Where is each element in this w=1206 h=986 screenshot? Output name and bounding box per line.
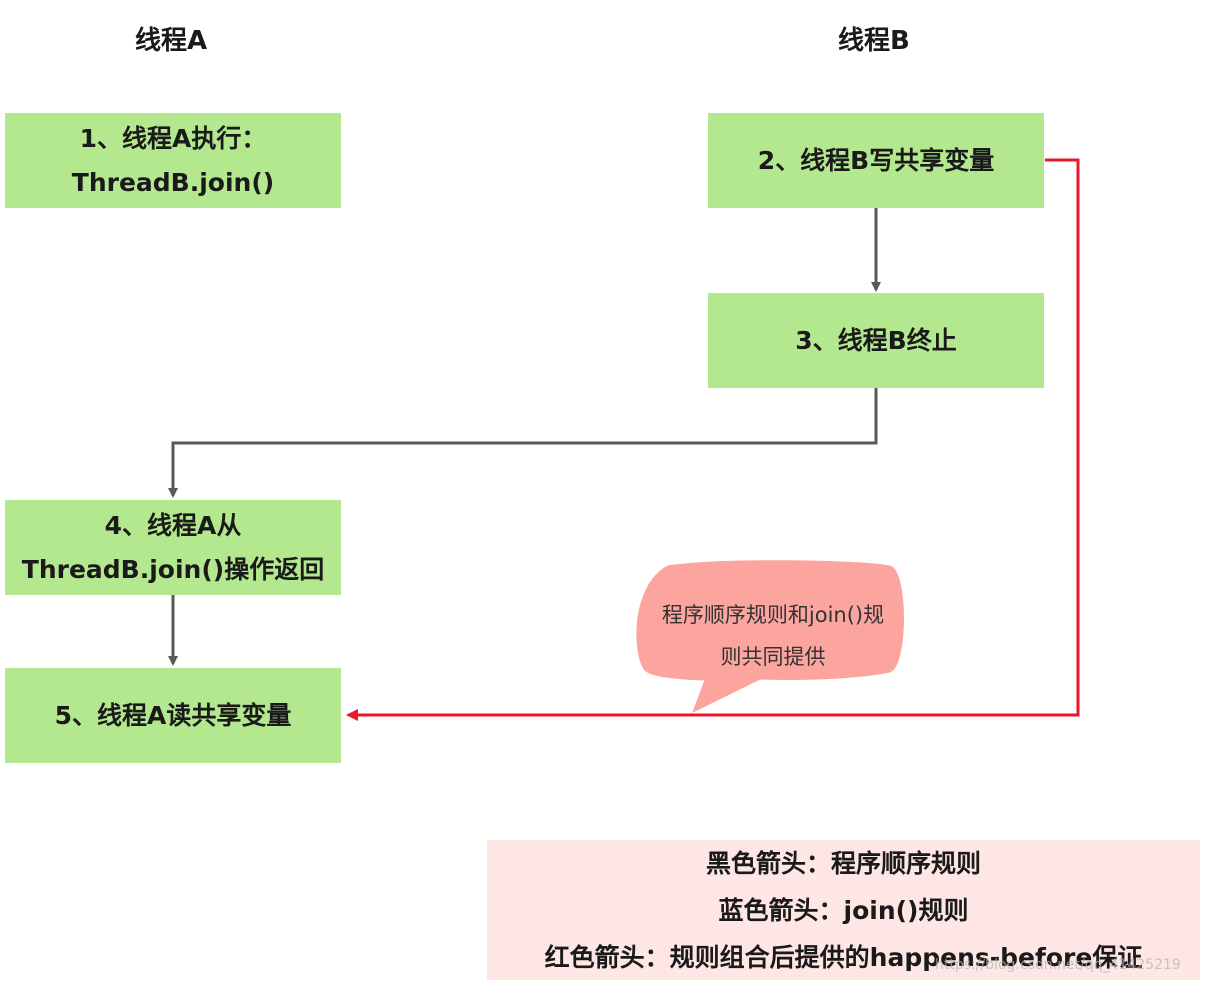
thread-b-header: 线程B — [838, 26, 910, 56]
legend-box: 黑色箭头：程序顺序规则 蓝色箭头：join()规则 红色箭头：规则组合后提供的h… — [487, 840, 1200, 980]
step1-box: 1、线程A执行： ThreadB.join() — [5, 113, 341, 208]
step3-box: 3、线程B终止 — [708, 293, 1044, 388]
step2-box: 2、线程B写共享变量 — [708, 113, 1044, 208]
step1-line1: 1、线程A执行： — [79, 123, 267, 153]
legend-black-arrow: 黑色箭头：程序顺序规则 — [705, 848, 981, 878]
step5-box: 5、线程A读共享变量 — [5, 668, 341, 763]
callout-text: 程序顺序规则和join()规 则共同提供 — [642, 594, 904, 678]
step2-line1: 2、线程B写共享变量 — [757, 145, 995, 175]
step3-line1: 3、线程B终止 — [795, 325, 957, 355]
thread-a-header: 线程A — [135, 26, 208, 56]
callout-line2: 则共同提供 — [720, 645, 826, 669]
step4-box: 4、线程A从 ThreadB.join()操作返回 — [5, 500, 341, 595]
callout-bubble — [636, 560, 904, 714]
arrow-step2-to-step5-happens-before — [346, 158, 1080, 721]
step1-line2: ThreadB.join() — [71, 167, 275, 197]
step4-line1: 4、线程A从 — [104, 510, 242, 540]
arrow-step3-to-step4 — [168, 388, 878, 498]
legend-red-arrow: 红色箭头：规则组合后提供的happens-before保证 — [544, 942, 1143, 972]
watermark: https://blog.csdn.net/qq_41425219 — [935, 957, 1181, 973]
step4-line2: ThreadB.join()操作返回 — [21, 554, 325, 584]
callout-line1: 程序顺序规则和join()规 — [661, 603, 885, 627]
step5-line1: 5、线程A读共享变量 — [54, 700, 292, 730]
legend-blue-arrow: 蓝色箭头：join()规则 — [718, 895, 969, 925]
